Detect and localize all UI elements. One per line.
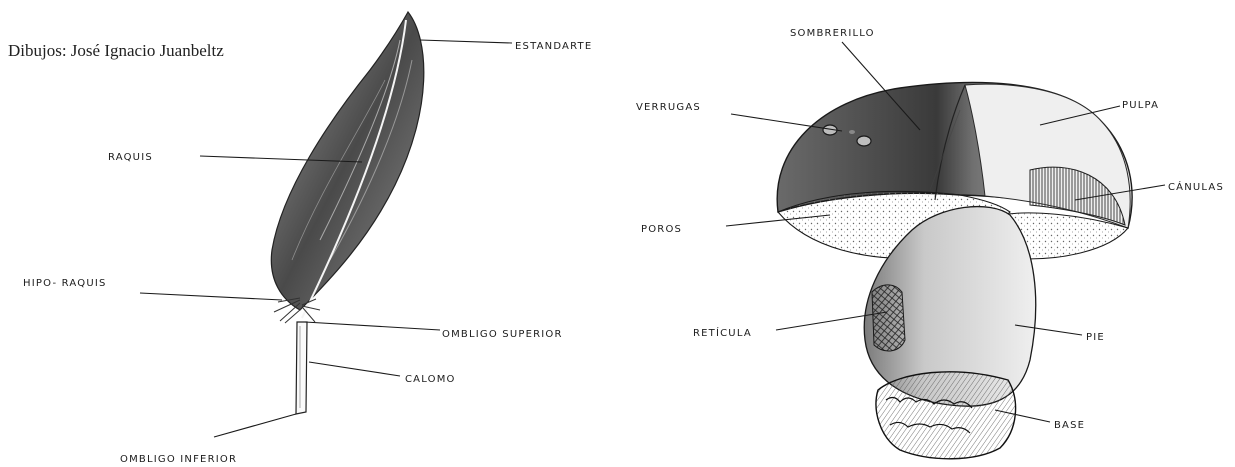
feather-afterfeather (274, 298, 320, 323)
label-pie: PIE (1086, 332, 1105, 343)
verruga-2 (857, 136, 871, 146)
label-canulas: CÁNULAS (1168, 180, 1224, 193)
label-raquis: RAQUIS (108, 152, 153, 163)
label-pulpa: PULPA (1122, 100, 1159, 111)
label-verrugas: VERRUGAS (636, 102, 701, 113)
feather-calamus (296, 322, 307, 414)
label-estandarte: ESTANDARTE (515, 41, 592, 52)
label-hipo-raquis: HIPO- RAQUIS (23, 278, 107, 289)
label-poros: POROS (641, 224, 682, 235)
label-sombrerillo: SOMBRERILLO (790, 28, 875, 39)
mushroom-reticle (872, 285, 905, 351)
label-calomo: CALOMO (405, 374, 456, 385)
label-ombligo-superior: OMBLIGO SUPERIOR (442, 329, 563, 340)
mushroom-illustration: SOMBRERILLO VERRUGAS PULPA CÁNULAS POROS… (636, 28, 1224, 459)
label-base: BASE (1054, 420, 1085, 431)
mushroom-base (876, 372, 1016, 459)
feather-illustration: ESTANDARTE RAQUIS HIPO- RAQUIS OMBLIGO S… (23, 12, 592, 465)
label-reticula: RETÍCULA (693, 326, 752, 339)
label-ombligo-inferior: OMBLIGO INFERIOR (120, 454, 237, 465)
